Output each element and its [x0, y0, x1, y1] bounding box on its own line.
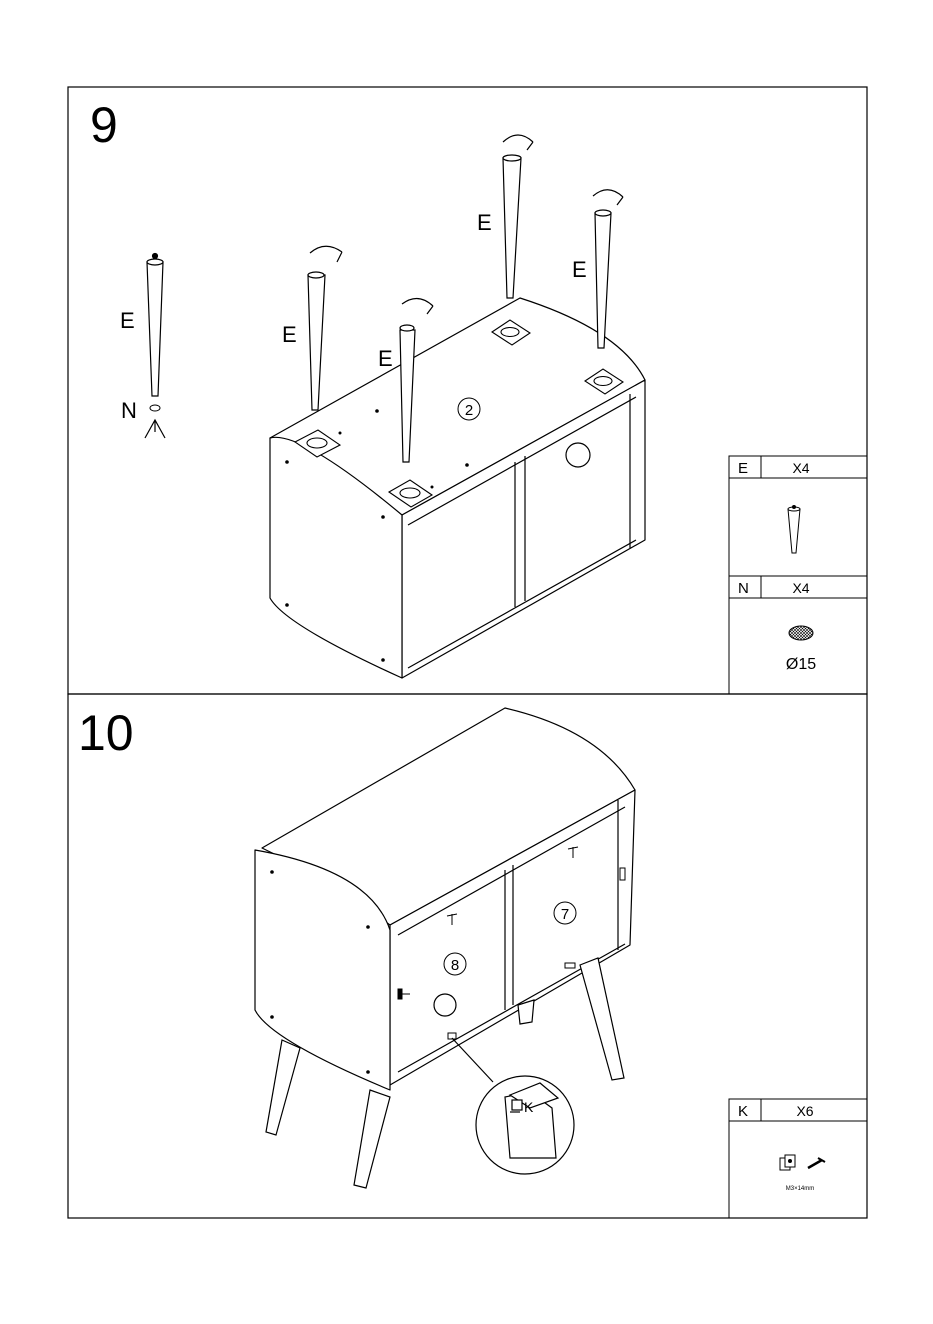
- table9-row2-code: N: [738, 580, 749, 597]
- felt-pad-n: [150, 405, 160, 411]
- leg-e-a: [308, 246, 342, 410]
- table9-row1-code: E: [738, 460, 748, 477]
- step10-number: 10: [78, 705, 134, 761]
- table10-row1-qty: X6: [796, 1103, 813, 1119]
- detail-magnifier: [452, 1038, 574, 1174]
- leg-c-label: E: [477, 210, 492, 235]
- cabinet-upright: [255, 708, 635, 1090]
- door-7-label: 7: [561, 906, 569, 923]
- felt-pad-thumbnail: [789, 626, 813, 640]
- table10-row1-note: M3×14mm: [786, 1186, 815, 1192]
- loose-leg-label: E: [120, 308, 135, 333]
- table9-row2-note: Ø15: [786, 656, 816, 673]
- part-2-label: 2: [465, 402, 473, 419]
- leg-e-thumbnail: [788, 506, 800, 554]
- loose-leg-e: [147, 254, 163, 397]
- table10-row1-code: K: [738, 1103, 748, 1120]
- leg-e-c: [503, 135, 533, 298]
- leg-e-d: [593, 190, 623, 348]
- table9-row2-qty: X4: [792, 580, 809, 596]
- step9-number: 9: [90, 97, 118, 153]
- bracket-screw-thumbnail: [780, 1155, 825, 1170]
- detail-k-label: K: [524, 1099, 534, 1115]
- leg-b-label: E: [378, 346, 393, 371]
- cabinet-upside-down: [270, 298, 645, 678]
- leg-d-label: E: [572, 257, 587, 282]
- leg-a-label: E: [282, 322, 297, 347]
- table9-row1-qty: X4: [792, 460, 809, 476]
- door-8-label: 8: [451, 957, 459, 974]
- pad-label: N: [121, 398, 137, 423]
- up-arrow-icon: [145, 420, 165, 438]
